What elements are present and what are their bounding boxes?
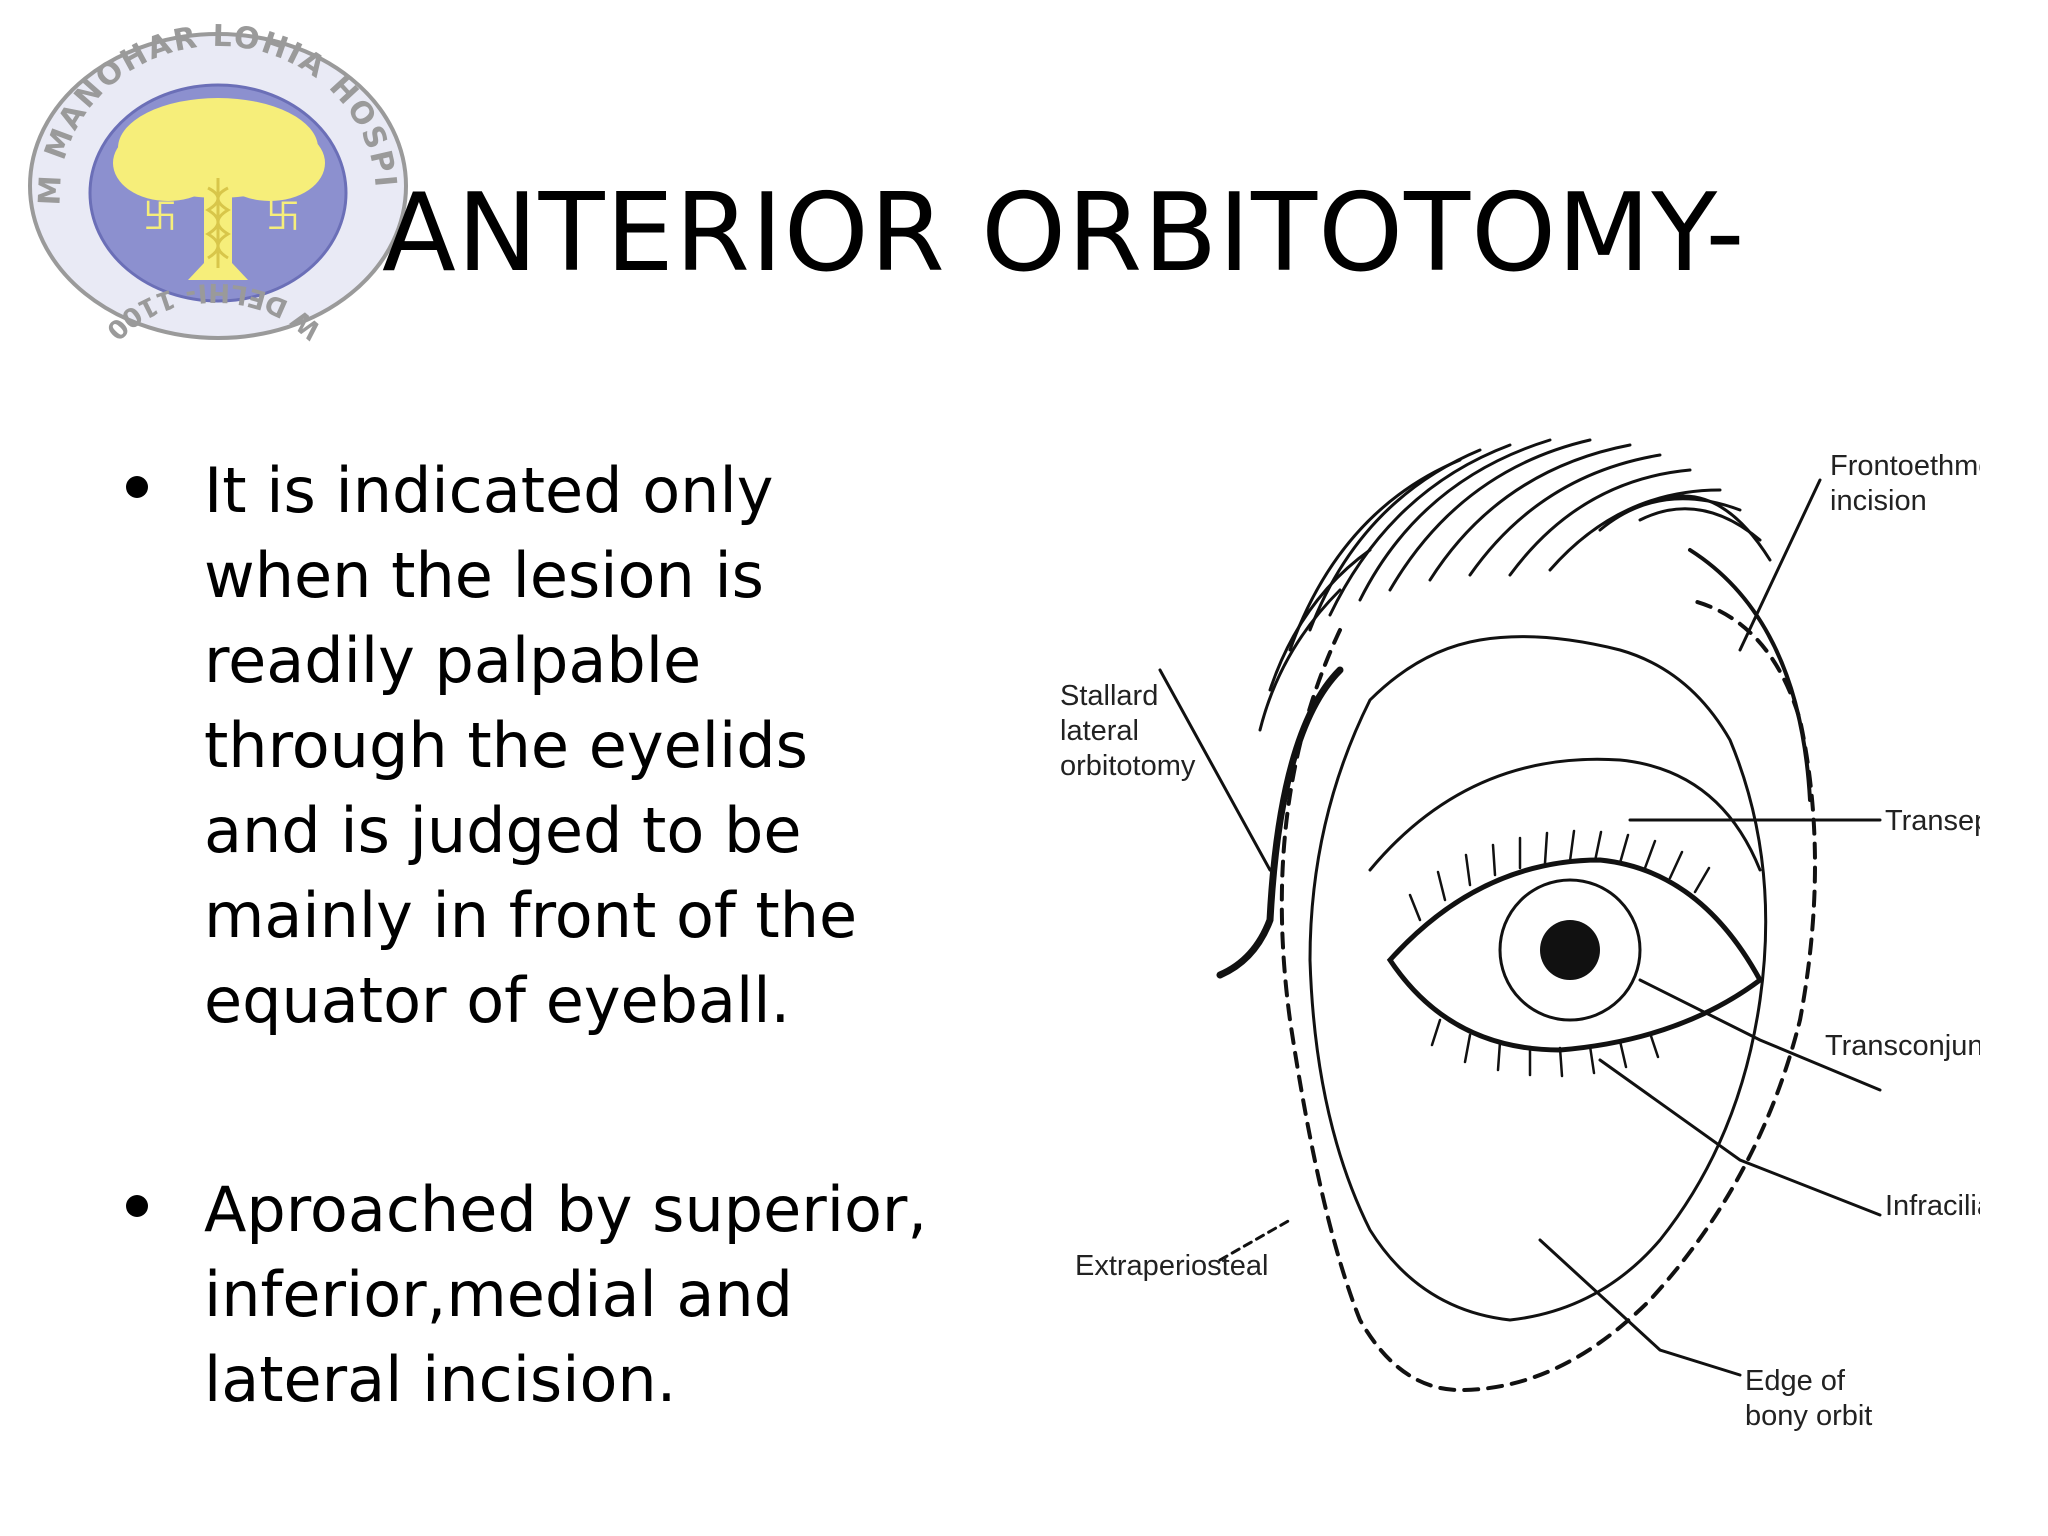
bullet-item: Aproached by superior, inferior,medial a… (118, 1167, 978, 1422)
bullet-text: It is indicated only when the lesion is … (204, 454, 858, 1037)
bullet-icon (126, 1195, 148, 1217)
bullet-icon (126, 476, 148, 498)
label-extraperiosteal: Extraperiosteal (1075, 1250, 1268, 1282)
swastika-right-icon: 卐 (266, 197, 300, 237)
eye-orbit-diagram: Frontoethmoidal incision Stallard latera… (1060, 438, 1980, 1432)
pupil-icon (1540, 920, 1600, 980)
eyebrow-icon (1258, 438, 1772, 732)
bony-orbit-edge (1279, 598, 1817, 1393)
label-stallard-2: lateral (1060, 715, 1139, 747)
bullet-text: Aproached by superior, inferior,medial a… (204, 1173, 928, 1416)
label-transconjunctival: Transconjunctival (1825, 1030, 1980, 1062)
page-title: ANTERIOR ORBITOTOMY- (382, 171, 1746, 296)
label-edge: Edge of (1745, 1365, 1846, 1397)
frontoethmoidal-incision (1688, 548, 1812, 802)
bullet-list: It is indicated only when the lesion is … (118, 448, 978, 1422)
label-stallard: Stallard (1060, 680, 1158, 712)
bullet-item: It is indicated only when the lesion is … (118, 448, 978, 1043)
swastika-left-icon: 卐 (143, 197, 177, 237)
hospital-logo: 卐 卐 RAM MANOHAR LOHIA HOSPITAL NEW DELHI… (18, 18, 418, 348)
stallard-incision (1216, 666, 1344, 979)
eye-icon (1386, 857, 1764, 1053)
caduceus-icon (205, 178, 231, 268)
label-transeptal: Transeptal (1885, 805, 1980, 837)
label-edge-2: bony orbit (1745, 1400, 1872, 1432)
label-infraciliary: Infraciliary (1885, 1190, 1980, 1222)
label-frontoethmoidal: Frontoethmoidal (1830, 450, 1980, 482)
label-stallard-3: orbitotomy (1060, 750, 1196, 782)
label-frontoethmoidal-2: incision (1830, 485, 1927, 517)
iris-icon (1498, 878, 1642, 1022)
